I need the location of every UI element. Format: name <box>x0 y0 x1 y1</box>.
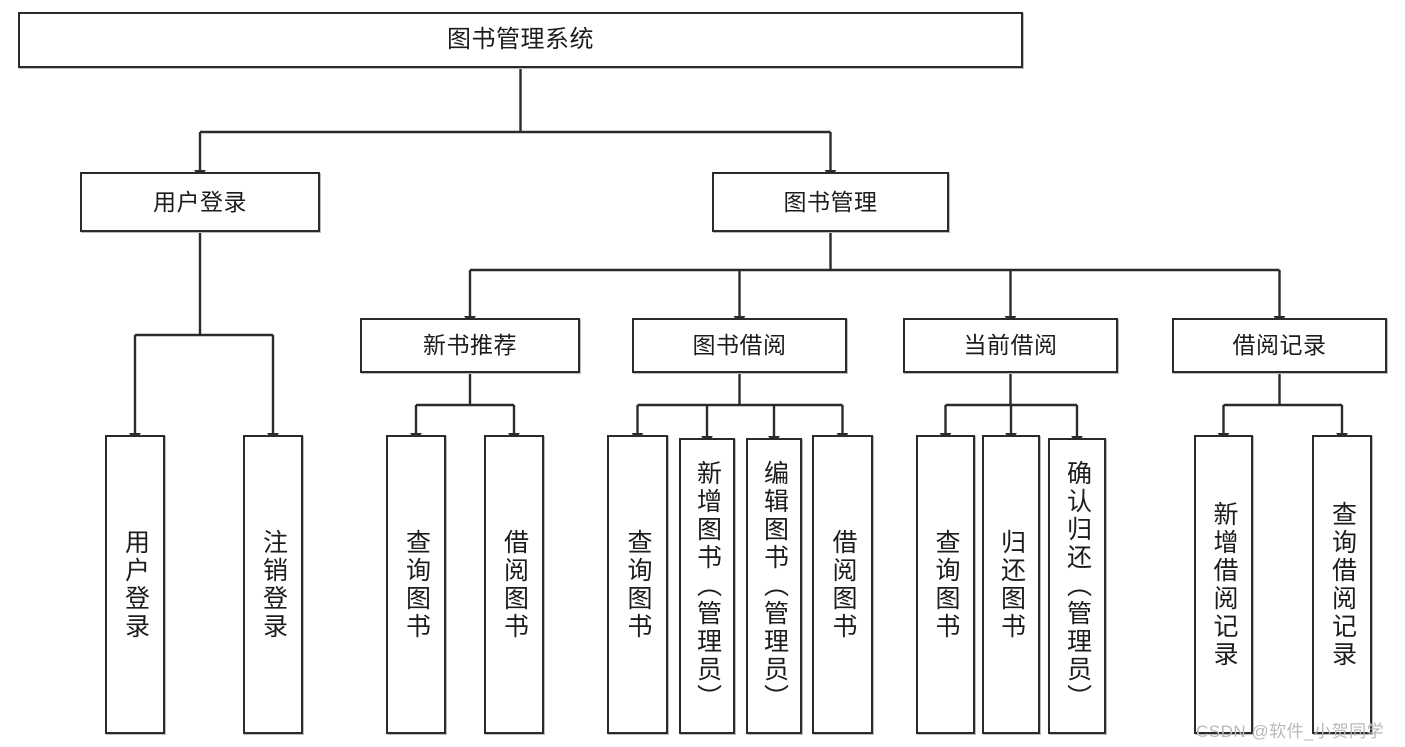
node-label: 图书管理 <box>783 188 878 215</box>
node-leaf-cu-confirm[interactable]: 确认归还（管理员） <box>1048 438 1106 734</box>
node-label: 注销登录 <box>259 528 288 641</box>
node-label: 借阅图书 <box>500 528 529 641</box>
node-label: 新增图书（管理员） <box>693 460 722 712</box>
node-leaf-nb-borrow[interactable]: 借阅图书 <box>484 435 544 734</box>
node-bookmgmt[interactable]: 图书管理 <box>712 172 949 232</box>
node-label: 借阅图书 <box>829 528 857 641</box>
node-newbook[interactable]: 新书推荐 <box>360 318 580 373</box>
node-current[interactable]: 当前借阅 <box>903 318 1118 373</box>
node-leaf-bw-add[interactable]: 新增图书（管理员） <box>679 438 735 734</box>
node-label: 当前借阅 <box>963 332 1058 359</box>
node-leaf-rc-query[interactable]: 查询借阅记录 <box>1312 435 1372 734</box>
node-label: 查询借阅记录 <box>1328 500 1357 669</box>
node-label: 确认归还（管理员） <box>1063 460 1092 712</box>
node-leaf-user-login[interactable]: 用户登录 <box>105 435 165 734</box>
node-leaf-nb-query[interactable]: 查询图书 <box>386 435 446 734</box>
node-label: 查询图书 <box>932 528 960 641</box>
node-label: 归还图书 <box>997 528 1026 641</box>
node-leaf-user-logout[interactable]: 注销登录 <box>243 435 303 734</box>
node-label: 借阅记录 <box>1232 332 1327 359</box>
node-label: 新书推荐 <box>423 332 517 359</box>
node-leaf-bw-edit[interactable]: 编辑图书（管理员） <box>746 438 802 734</box>
node-root[interactable]: 图书管理系统 <box>18 12 1023 68</box>
node-label: 图书管理系统 <box>447 26 594 54</box>
node-label: 新增借阅记录 <box>1210 500 1238 669</box>
node-leaf-bw-borrow[interactable]: 借阅图书 <box>812 435 873 734</box>
node-label: 查询图书 <box>624 528 652 641</box>
node-label: 用户登录 <box>153 188 247 215</box>
node-leaf-cu-return[interactable]: 归还图书 <box>982 435 1040 734</box>
node-leaf-cu-query[interactable]: 查询图书 <box>916 435 975 734</box>
node-leaf-bw-query[interactable]: 查询图书 <box>607 435 668 734</box>
edge-group <box>129 68 1348 446</box>
node-leaf-rc-add[interactable]: 新增借阅记录 <box>1194 435 1253 734</box>
node-label: 编辑图书（管理员） <box>760 460 789 712</box>
node-borrow[interactable]: 图书借阅 <box>632 318 847 373</box>
node-login[interactable]: 用户登录 <box>80 172 320 232</box>
node-record[interactable]: 借阅记录 <box>1172 318 1387 373</box>
node-label: 图书借阅 <box>692 332 787 359</box>
node-label: 用户登录 <box>121 528 150 641</box>
node-label: 查询图书 <box>402 528 431 641</box>
